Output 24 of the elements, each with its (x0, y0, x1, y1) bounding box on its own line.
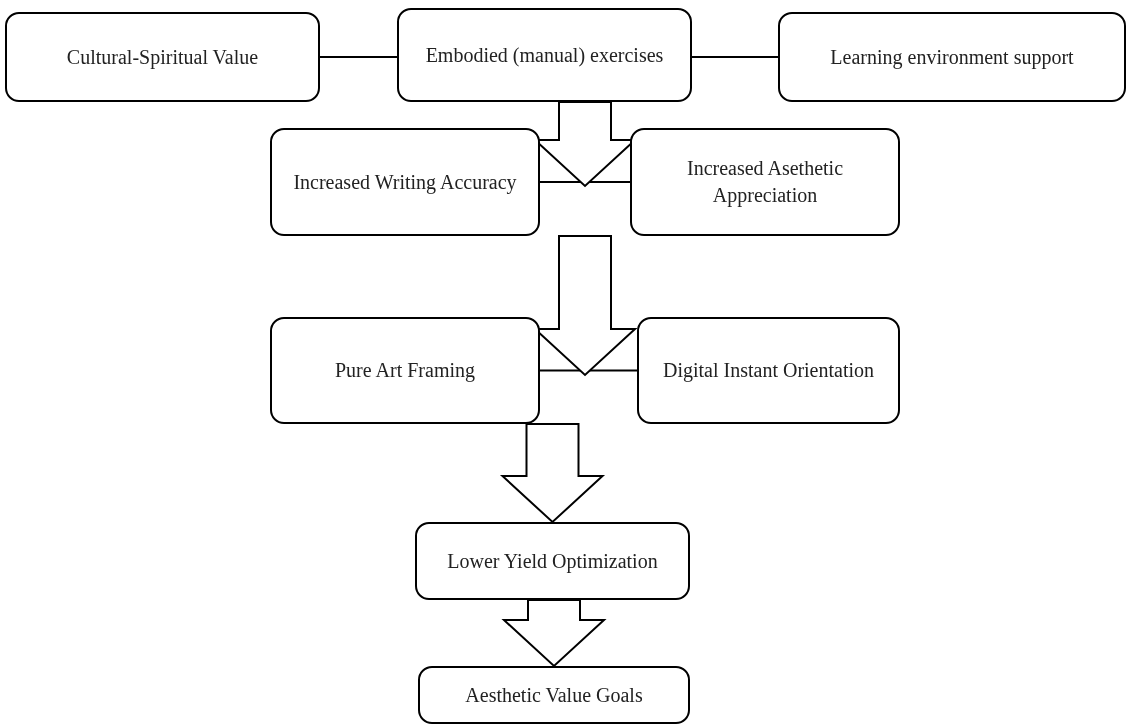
block-arrow (499, 423, 606, 524)
box-label: Learning environment support (830, 44, 1074, 71)
process-box (270, 317, 540, 424)
box-label: Digital Instant Orientation (662, 358, 875, 384)
connector-line (319, 56, 398, 58)
connector-line (539, 181, 631, 183)
process-box (5, 12, 320, 102)
connector-line (691, 56, 779, 58)
box-label: Cultural-Spiritual Value (66, 44, 259, 71)
process-box (397, 8, 692, 102)
box-label: Pure Art Framing (335, 358, 475, 384)
connector-line (539, 369, 638, 372)
process-box (637, 317, 900, 424)
block-arrow (501, 599, 607, 668)
process-box (778, 12, 1126, 102)
process-box (270, 128, 540, 236)
box-label: Embodied (manual) exercises (425, 42, 664, 69)
box-label: Increased Asethetic Appreciation (685, 156, 844, 209)
box-label: Aesthetic Value Goals (465, 682, 643, 708)
box-label: Lower Yield Optimization (447, 548, 658, 575)
process-box (418, 666, 690, 724)
box-label: Increased Writing Accuracy (293, 169, 517, 196)
process-box (630, 128, 900, 236)
process-box (415, 522, 690, 600)
